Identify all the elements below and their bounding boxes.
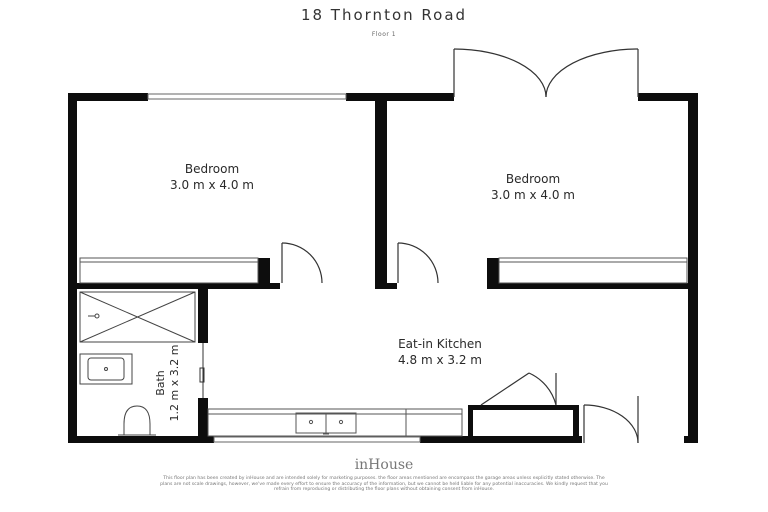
kitchen-counter (207, 408, 463, 437)
wall-pantry-left (468, 405, 473, 443)
cupboard-doors (480, 372, 639, 444)
wardrobe-bedroom-2 (498, 257, 688, 284)
interior-walls (68, 93, 698, 443)
wall-bedroom2-stub (487, 258, 499, 289)
wall-left (68, 93, 77, 443)
wall-right (688, 93, 698, 443)
window-kitchen (213, 436, 421, 443)
room-name: Bedroom (184, 162, 240, 176)
wall-bottom-middle (420, 436, 582, 443)
room-name: Bedroom (505, 172, 561, 186)
toilet (123, 405, 151, 436)
wall-bottom-right (684, 436, 698, 443)
wall-bedroom1-bottom-a (68, 283, 280, 289)
room-dimensions: 1.2 m x 3.2 m (168, 344, 181, 422)
room-label-bath: Bath 1.2 m x 3.2 m (154, 323, 186, 443)
wall-top-right (638, 93, 698, 101)
wardrobe-bedroom-1 (79, 257, 259, 284)
page-title: 18 Thornton Road (300, 6, 468, 24)
room-label-bedroom-2: Bedroom 3.0 m x 4.0 m (458, 171, 608, 203)
wall-bedroom2-bottom-a (375, 283, 397, 289)
wardrobes (79, 257, 688, 284)
bedroom-doors (281, 242, 439, 284)
wall-pantry-top (468, 405, 578, 410)
shower (79, 291, 196, 343)
bath-door (199, 343, 205, 398)
disclaimer-text: This floor plan has been created by inHo… (160, 476, 608, 493)
room-dimensions: 3.0 m x 4.0 m (170, 178, 254, 192)
wall-bedroom2-bottom-b (487, 283, 698, 289)
bathroom-fixtures (79, 291, 196, 436)
windows (147, 93, 421, 443)
company-logo: inHouse (354, 457, 414, 473)
room-dimensions: 3.0 m x 4.0 m (491, 188, 575, 202)
wall-between-bedrooms (375, 93, 387, 289)
room-name: Eat-in Kitchen (398, 337, 482, 351)
bathroom-sink (79, 353, 133, 385)
wall-bottom-left (68, 436, 214, 443)
wall-bath-upper (198, 289, 208, 343)
wall-bath-lower (198, 398, 208, 443)
room-label-kitchen: Eat-in Kitchen 4.8 m x 3.2 m (360, 336, 520, 368)
room-name: Bath (154, 370, 167, 396)
room-dimensions: 4.8 m x 3.2 m (398, 353, 482, 367)
room-label-bedroom-1: Bedroom 3.0 m x 4.0 m (137, 161, 287, 193)
french-doors (453, 48, 639, 98)
exterior-walls (68, 93, 698, 443)
wall-bedroom1-stub (258, 258, 270, 289)
floor-label: Floor 1 (371, 31, 397, 38)
wall-top-middle (346, 93, 454, 101)
wall-top-left-a (68, 93, 148, 101)
window-bedroom-1 (147, 93, 347, 100)
wall-pantry-right (573, 405, 579, 443)
